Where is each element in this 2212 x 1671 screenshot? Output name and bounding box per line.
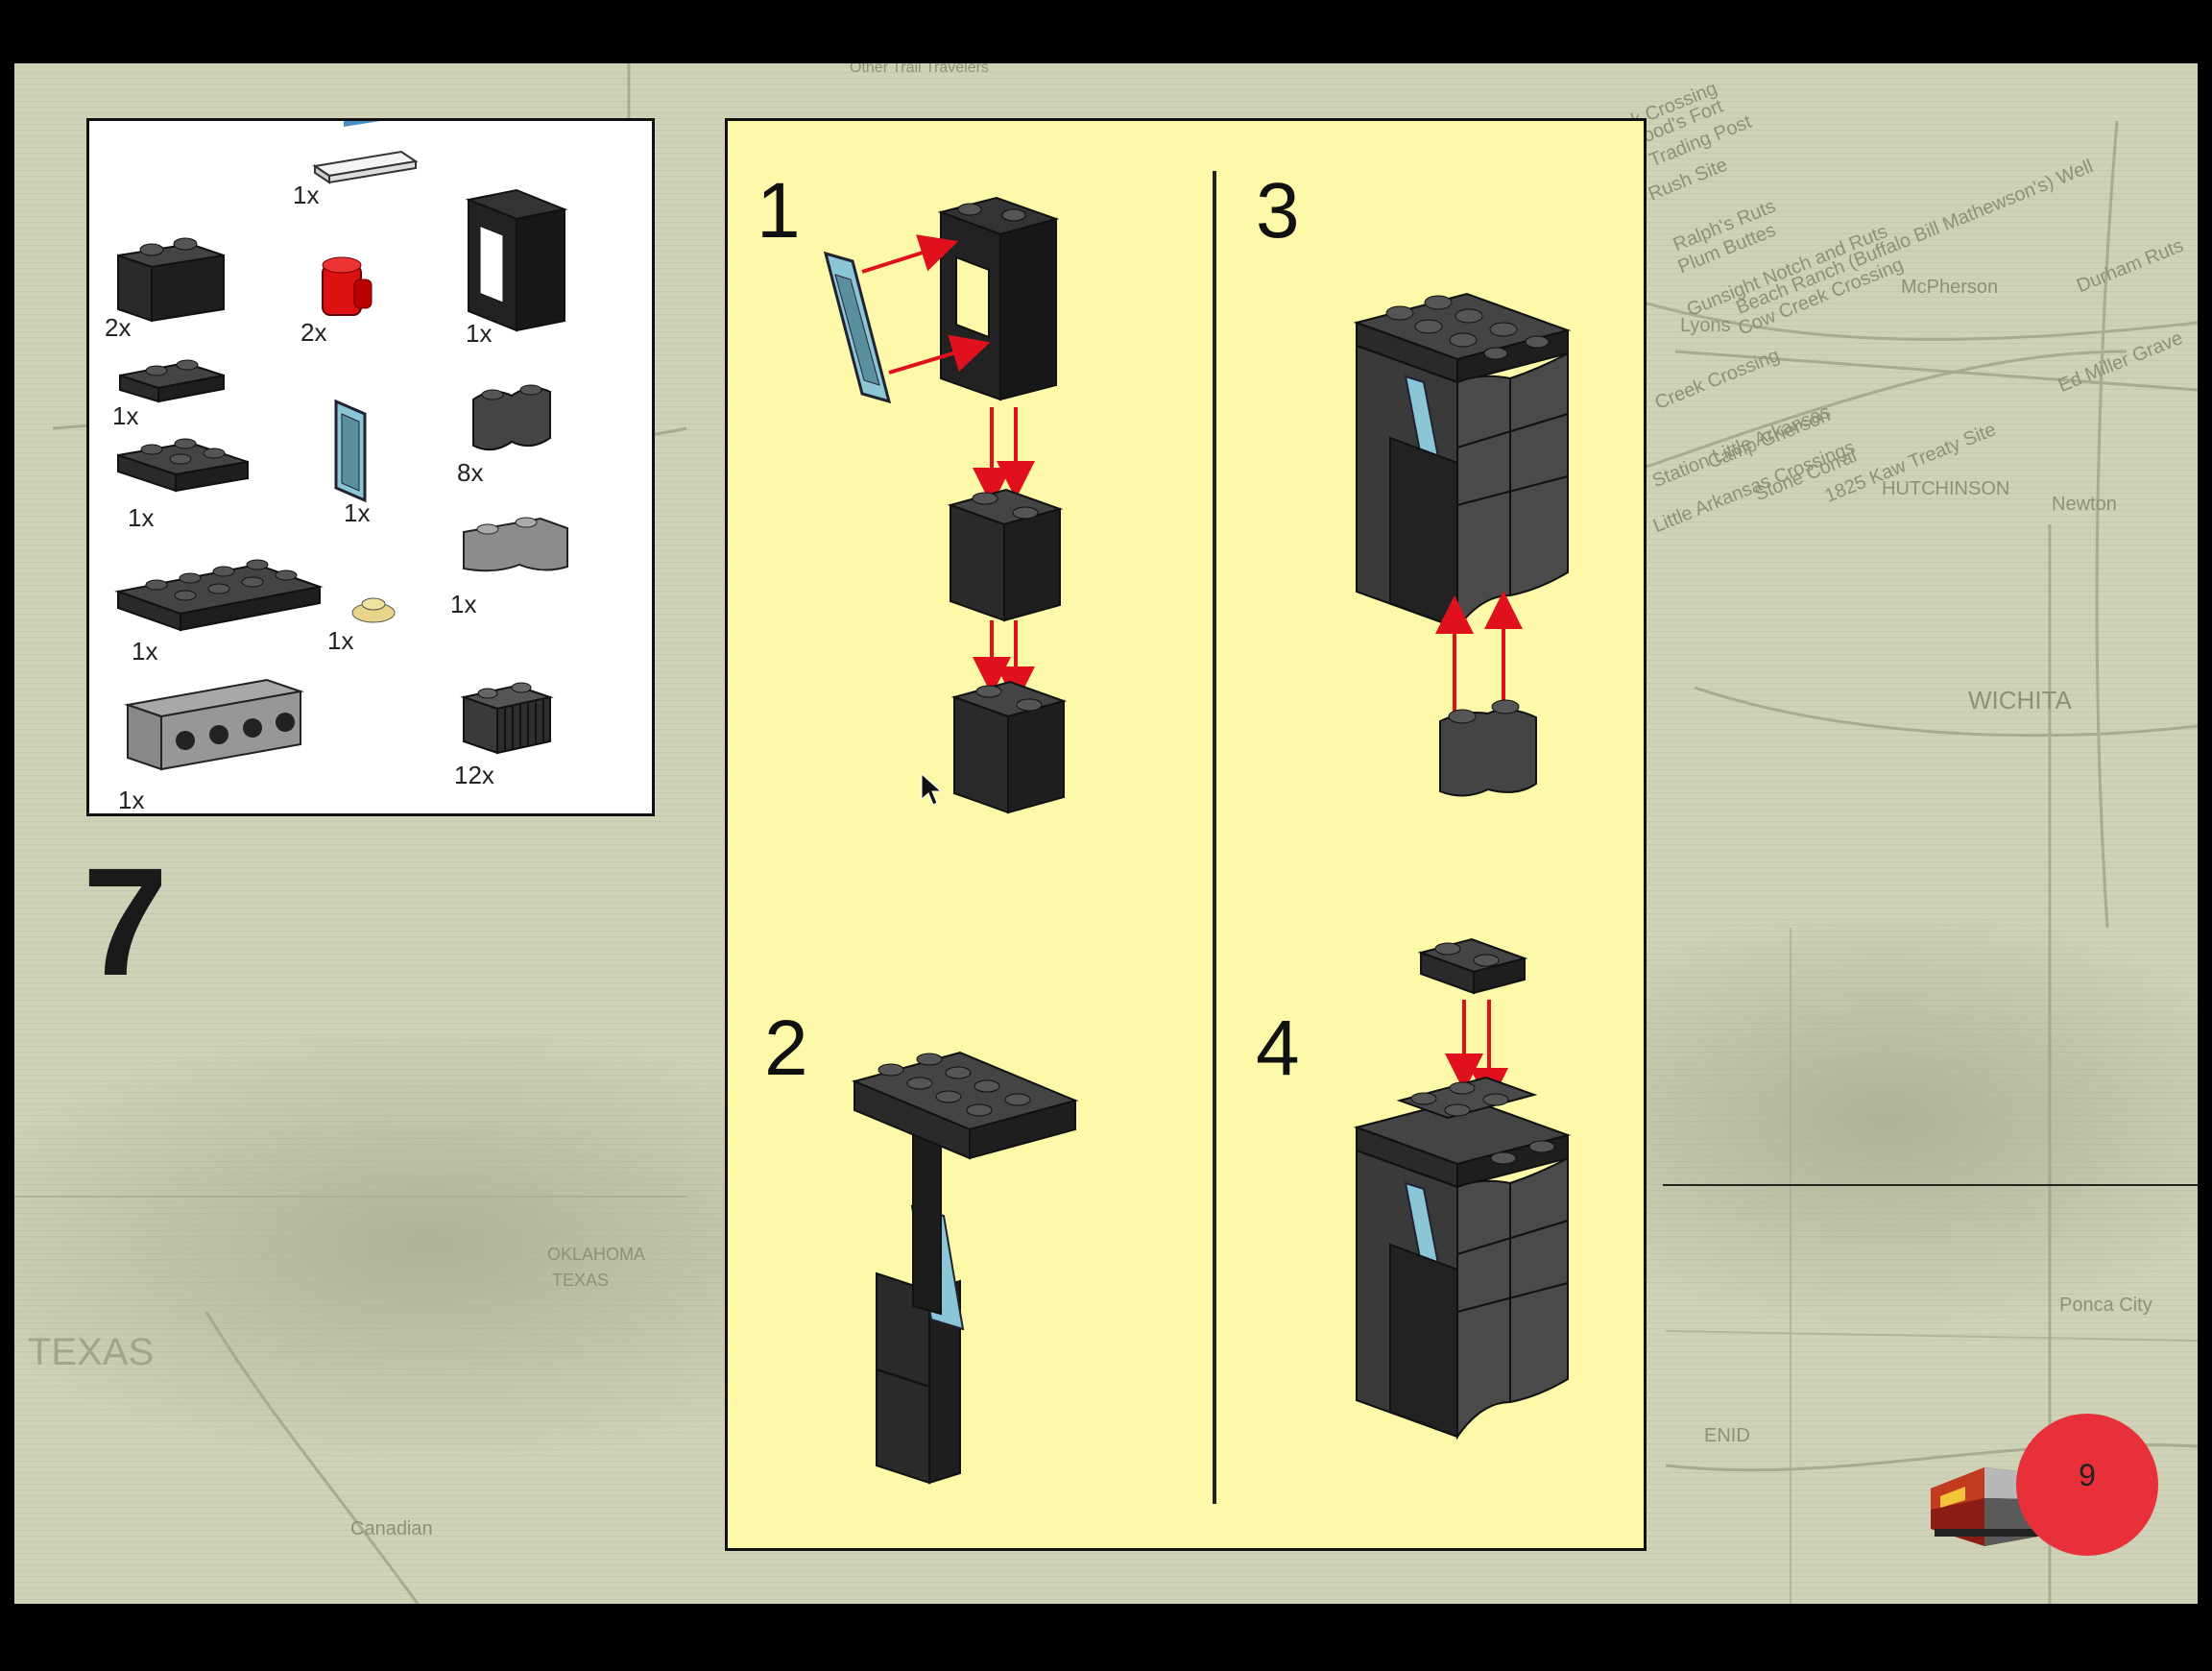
page-number: 9 (2016, 1458, 2158, 1493)
map-label: TEXAS (552, 1271, 609, 1291)
map-label: Newton (2052, 494, 2117, 516)
part-window-frame (469, 190, 565, 330)
map-label: Lyons (1680, 315, 1731, 337)
part-decorated-tile (315, 121, 416, 182)
substep-2-number: 2 (764, 1009, 808, 1088)
qty-arch-brick: 1x (450, 590, 476, 619)
qty-glass-pane: 1x (344, 498, 370, 528)
part-technic-brick (128, 680, 301, 769)
qty-window-frame: 1x (466, 319, 492, 349)
qty-black-plate-1x2: 1x (112, 401, 138, 431)
qty-decorated-tile: 1x (293, 181, 319, 210)
map-label: TEXAS (28, 1331, 154, 1374)
part-black-plate-2x4 (118, 560, 320, 630)
substep-4-number: 4 (1256, 1009, 1300, 1088)
part-round-brick-1x2 (473, 385, 550, 449)
qty-black-plate-2x4: 1x (132, 637, 157, 666)
qty-technic-brick: 1x (118, 786, 144, 815)
part-grille-brick (464, 683, 550, 753)
part-black-plate-2x2 (118, 439, 248, 491)
substep-2-illustration (854, 1053, 1075, 1483)
qty-tan-round-plate: 1x (327, 626, 353, 656)
divider (1663, 1184, 2198, 1186)
instruction-panel: 1 2 3 4 (725, 118, 1647, 1551)
qty-red-barrel: 2x (301, 318, 326, 348)
map-label: McPherson (1901, 277, 1998, 299)
part-arch-brick (464, 518, 567, 570)
qty-round-brick-1x2: 8x (457, 458, 483, 488)
map-label: HUTCHINSON (1882, 478, 2009, 500)
substep-1-number: 1 (757, 172, 801, 251)
part-tan-round-plate (352, 598, 395, 622)
parts-list: 1x 2x 2x 1x 1x 1x 8x 1x 1x 1x 1x 1x 12x (86, 118, 655, 816)
step-number: 7 (83, 845, 168, 999)
map-label: Canadian (350, 1518, 433, 1540)
qty-black-brick-1x2: 2x (105, 313, 131, 343)
map-label: ENID (1704, 1425, 1750, 1447)
qty-grille-brick: 12x (454, 761, 494, 790)
substep-4-illustration (1357, 939, 1568, 1437)
map-label: WICHITA (1968, 686, 2072, 715)
substep-1-illustration (826, 198, 1064, 812)
map-label: OKLAHOMA (547, 1245, 645, 1265)
part-black-brick-1x2 (118, 238, 224, 321)
map-label: Ponca City (2059, 1295, 2152, 1317)
part-black-plate-1x2 (120, 360, 224, 401)
substep-3-number: 3 (1256, 172, 1300, 251)
substep-3-illustration (1357, 294, 1568, 796)
qty-black-plate-2x2: 1x (128, 503, 154, 533)
part-red-barrel (323, 257, 372, 315)
part-glass-pane (336, 401, 365, 500)
map-label: Other Trail Travelers (850, 63, 989, 77)
